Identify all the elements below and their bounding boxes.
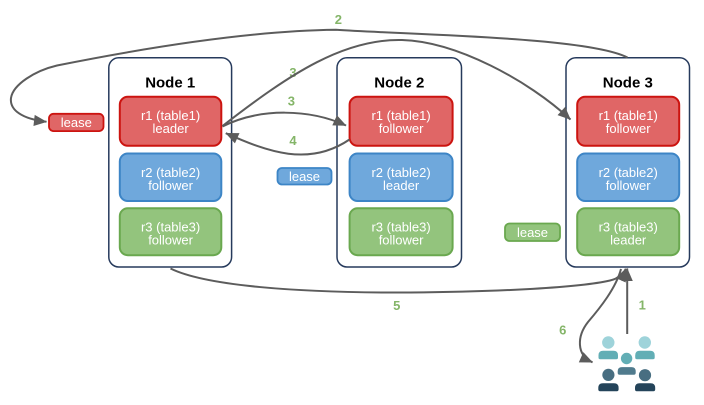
svg-text:Node 1: Node 1 <box>145 74 195 91</box>
svg-text:r1 (table1): r1 (table1) <box>141 108 200 123</box>
svg-text:r1 (table1): r1 (table1) <box>371 108 430 123</box>
svg-text:2: 2 <box>335 12 342 27</box>
svg-text:follower: follower <box>606 178 651 193</box>
svg-text:r3 (table3): r3 (table3) <box>141 220 200 235</box>
svg-text:3: 3 <box>289 65 296 80</box>
svg-text:leader: leader <box>153 121 190 136</box>
svg-text:r2 (table2): r2 (table2) <box>599 165 658 180</box>
svg-text:follower: follower <box>148 233 193 248</box>
svg-text:follower: follower <box>148 178 193 193</box>
svg-text:3: 3 <box>288 93 295 108</box>
svg-text:1: 1 <box>639 298 646 313</box>
svg-text:lease: lease <box>289 169 320 184</box>
svg-text:5: 5 <box>393 298 400 313</box>
svg-text:lease: lease <box>517 225 548 240</box>
svg-text:leader: leader <box>383 178 420 193</box>
svg-text:r3 (table3): r3 (table3) <box>371 220 430 235</box>
svg-text:r2 (table2): r2 (table2) <box>371 165 430 180</box>
svg-text:r3 (table3): r3 (table3) <box>599 220 658 235</box>
svg-text:Node 2: Node 2 <box>374 74 424 91</box>
svg-text:r1 (table1): r1 (table1) <box>599 108 658 123</box>
svg-text:follower: follower <box>379 233 424 248</box>
svg-text:lease: lease <box>61 115 92 130</box>
svg-text:follower: follower <box>606 121 651 136</box>
svg-text:6: 6 <box>559 323 566 338</box>
svg-text:r2 (table2): r2 (table2) <box>141 165 200 180</box>
svg-text:Node 3: Node 3 <box>603 74 653 91</box>
svg-text:4: 4 <box>289 133 297 148</box>
svg-text:follower: follower <box>379 121 424 136</box>
svg-text:leader: leader <box>610 233 647 248</box>
